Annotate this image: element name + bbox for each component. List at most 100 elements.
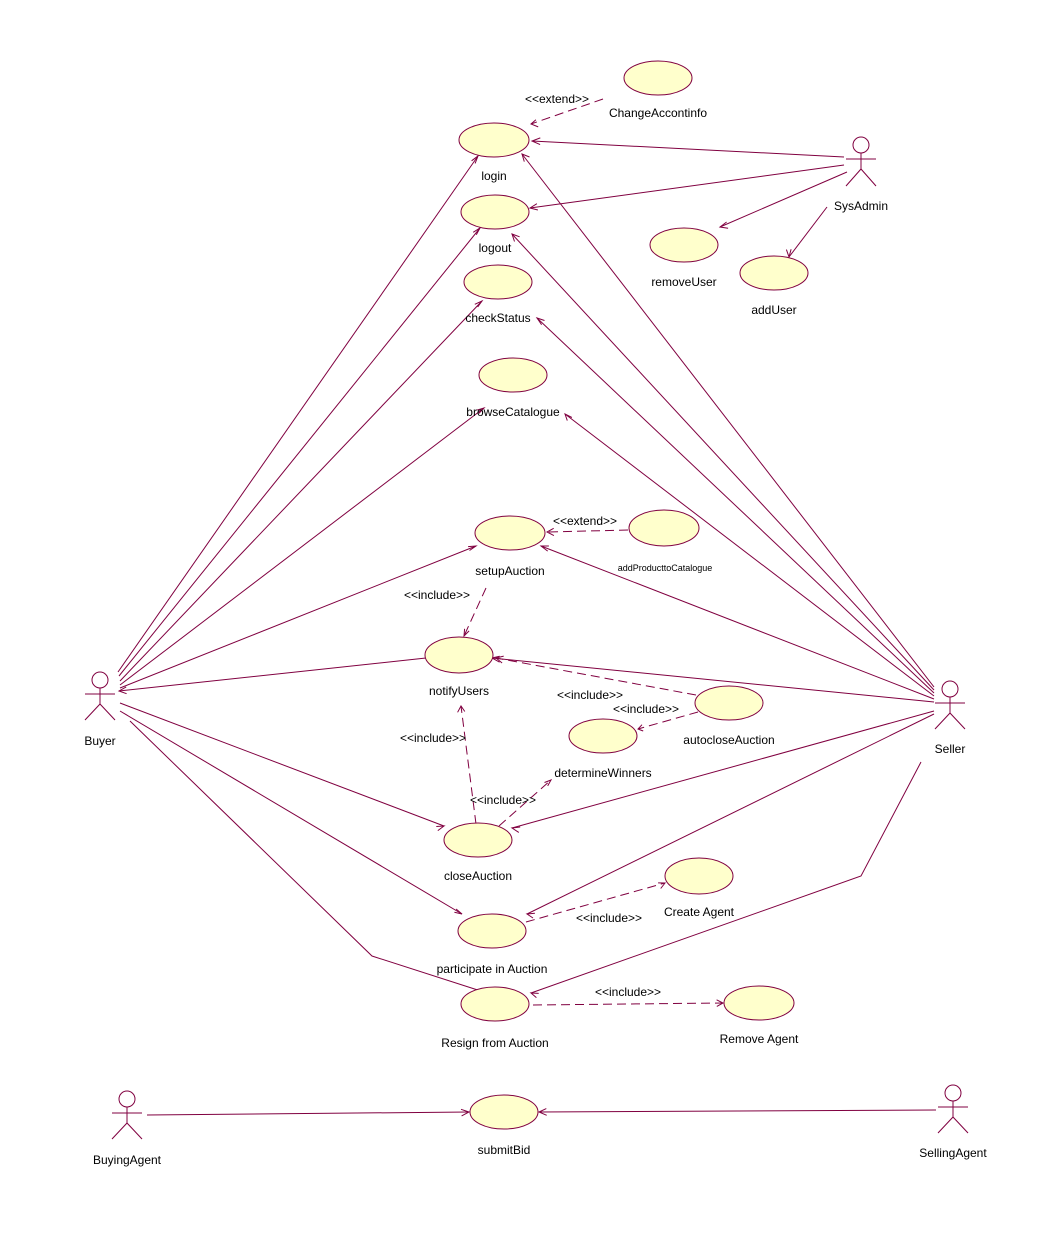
use-case-login[interactable]: login [458,122,530,183]
use-case-create-agent[interactable]: Create Agent [664,857,735,919]
use-case-logout[interactable]: logout [460,194,530,255]
use-case-ellipse[interactable] [739,255,809,291]
assoc-sysadmin-login [531,140,845,158]
dep-resign-removeagent [532,1002,724,1006]
dep-closeauction-notifyusers [460,705,477,825]
use-case-ellipse[interactable] [649,227,719,263]
use-case-ellipse[interactable] [463,264,533,300]
assoc-buyer-participate [119,710,463,915]
arrowhead [454,908,463,915]
arrowhead [472,226,482,236]
stereotype-label: <<include>> [470,793,536,807]
actor-seller[interactable]: Seller [934,680,966,756]
use-case-notify-users[interactable]: notifyUsers [424,636,494,698]
assoc-seller-logout [511,233,935,691]
use-case-ellipse[interactable] [568,718,638,754]
use-case-ellipse[interactable] [478,357,548,393]
use-case-ellipse[interactable] [443,822,513,858]
dep-setupauction-notifyusers [463,587,487,637]
actor-sysadmin[interactable]: SysAdmin [834,136,888,213]
stereotype-label: <<extend>> [525,92,589,106]
use-case-label: Remove Agent [720,1032,799,1046]
use-cases: ChangeAccontinfo login logout checkStatu… [424,60,809,1157]
arrowhead [436,825,446,832]
use-case-ellipse[interactable] [424,636,494,674]
use-case-submit-bid[interactable]: submitBid [469,1094,539,1157]
arrowhead [530,137,541,146]
arrowhead [510,826,521,833]
use-case-setup-auction[interactable]: setupAuction [474,515,546,578]
use-case-label: autocloseAuction [683,733,774,747]
arrowhead [564,412,573,421]
actor-label: SellingAgent [919,1146,987,1160]
arrowhead [460,1108,471,1117]
assoc-sellingagent-submitbid [538,1109,937,1113]
assoc-sysadmin-removeuser [719,171,848,228]
use-case-browse-catalogue[interactable]: browseCatalogue [466,357,560,419]
use-case-ellipse[interactable] [664,857,734,895]
assoc-seller-resign [530,761,922,994]
assoc-seller-login [521,153,935,688]
use-case-label: closeAuction [444,869,512,883]
actor-selling-agent[interactable]: SellingAgent [919,1084,987,1160]
arrowhead [521,153,530,162]
use-case-ellipse[interactable] [458,122,530,158]
arrowhead [658,882,667,889]
use-case-check-status[interactable]: checkStatus [463,264,533,325]
assoc-buyingagent-submitbid [146,1111,470,1116]
use-case-add-user[interactable]: addUser [739,255,809,317]
use-case-ellipse[interactable] [457,913,527,949]
stereotype-labels: <<extend>> <<extend>> <<include>> <<incl… [400,92,679,999]
actor-buying-agent[interactable]: BuyingAgent [93,1090,162,1167]
use-case-ellipse[interactable] [474,515,546,551]
arrowhead [718,221,729,229]
use-case-add-product-to-catalogue[interactable]: addProducttoCatalogue [618,509,713,573]
arrowhead [511,233,520,242]
use-case-remove-agent[interactable]: Remove Agent [720,985,799,1046]
use-case-label: addProducttoCatalogue [618,563,713,573]
arrowhead [529,992,539,998]
use-case-close-auction[interactable]: closeAuction [443,822,513,883]
use-case-label: browseCatalogue [466,405,560,419]
use-case-label: determineWinners [554,766,651,780]
stick-figure-icon [937,1084,969,1134]
use-case-ellipse[interactable] [469,1094,539,1130]
arrowhead [463,628,470,638]
arrowhead [544,779,553,787]
arrowhead [545,527,555,537]
use-case-determine-winners[interactable]: determineWinners [554,718,652,780]
assoc-seller-closeauction [511,710,935,829]
use-case-resign-from-auction[interactable]: Resign from Auction [441,986,549,1050]
assoc-buyer-checkstatus [119,300,483,682]
use-case-remove-user[interactable]: removeUser [649,227,719,289]
use-case-ellipse[interactable] [694,685,764,721]
use-case-label: notifyUsers [429,684,489,698]
actor-buyer[interactable]: Buyer [84,671,116,748]
association-arrowheads [117,137,792,1117]
assoc-sysadmin-logout [529,164,845,209]
arrowhead [637,724,644,732]
use-case-ellipse[interactable] [623,60,693,96]
use-case-change-account-info[interactable]: ChangeAccontinfo [609,60,707,120]
use-case-autoclose-auction[interactable]: autocloseAuction [683,685,775,747]
use-case-label: login [481,169,506,183]
use-case-ellipse[interactable] [460,194,530,230]
arrowhead [474,299,484,308]
use-case-ellipse[interactable] [723,985,795,1021]
stick-figure-icon [84,671,116,721]
dep-changeaccontinfo-login [530,98,604,125]
arrowhead [471,154,480,164]
use-case-label: setupAuction [475,564,544,578]
use-case-ellipse[interactable] [460,986,530,1022]
stereotype-label: <<include>> [576,911,642,925]
arrowhead [528,203,539,211]
use-case-participate-in-auction[interactable]: participate in Auction [437,913,548,976]
use-case-label: Create Agent [664,905,735,919]
assoc-buyer-browsecatalogue [119,407,485,686]
actor-label: Seller [935,742,966,756]
dep-participate-createagent [525,882,666,923]
use-case-ellipse[interactable] [628,509,700,547]
dep-autoclose-notifyusers [495,657,697,696]
stick-figure-icon [934,680,966,730]
